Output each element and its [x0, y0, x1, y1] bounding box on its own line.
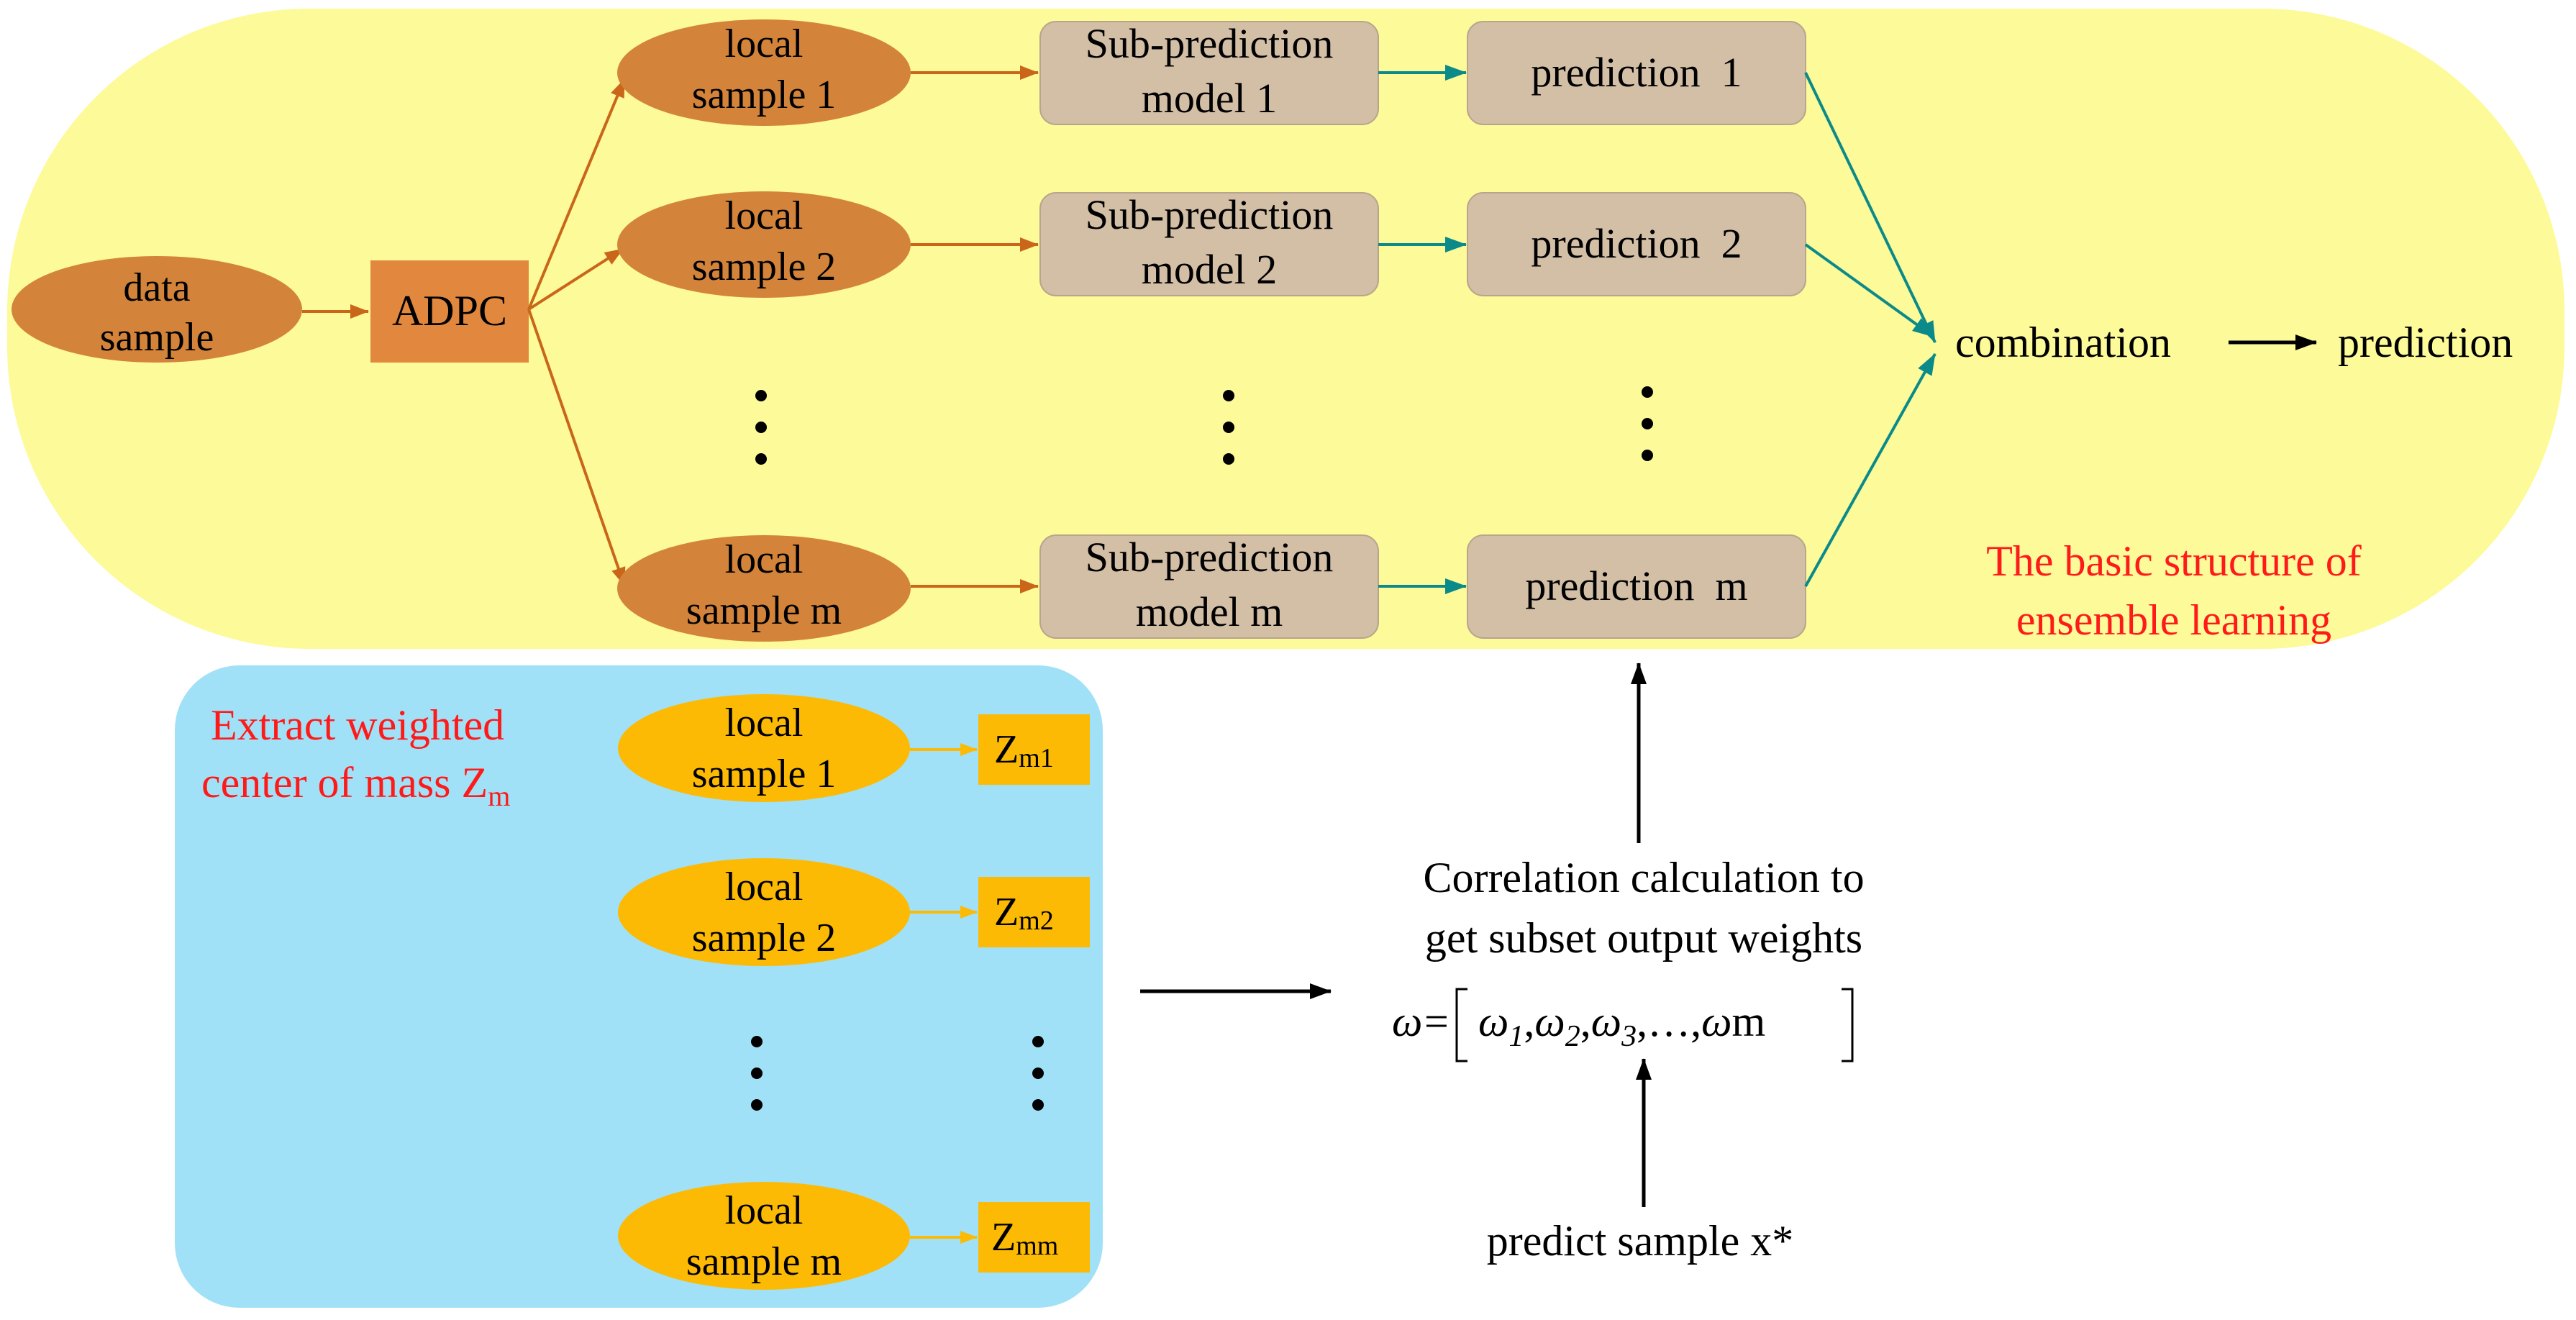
sub-model-2-line1: Sub-prediction [1086, 191, 1334, 238]
arrow-adpc-to-local1 [527, 78, 626, 310]
final-prediction-label: prediction [2338, 319, 2513, 366]
formula-comma1: , [1524, 998, 1534, 1045]
prediction-m-node [1467, 534, 1806, 639]
predict-sample-label: predict sample x* [1487, 1217, 1794, 1265]
dots-local-samples [755, 390, 767, 465]
zm2-label: Zm2 [994, 890, 1054, 936]
local-sample-1-line1: local [725, 22, 804, 66]
prediction-1-label: prediction 1 [1531, 49, 1742, 96]
ensemble-caption-line1: The basic structure of [1986, 537, 2361, 585]
arrow-prediction2-to-combination [1804, 243, 1935, 338]
arrow-prediction1-to-combination [1804, 72, 1936, 343]
local-sample-m-node [617, 535, 911, 642]
formula-wm: ω [1701, 998, 1731, 1045]
sub-model-m-line2: model m [1136, 588, 1283, 635]
bottom-local-sample-1-line1: local [725, 701, 804, 745]
center-panel-title-sub: m [488, 780, 510, 812]
bottom-local-sample-2-line2: sample 2 [692, 916, 837, 960]
data-sample-line2: sample [100, 315, 214, 360]
data-sample-line1: data [123, 265, 190, 310]
adpc-node [370, 260, 529, 363]
sub-model-m-line1: Sub-prediction [1086, 534, 1334, 581]
formula-w2-sub: 2 [1565, 1020, 1580, 1053]
arrow-adpc-to-local2 [527, 247, 624, 311]
zm2-base: Z [994, 890, 1019, 934]
formula-ellipsis: … [1647, 998, 1690, 1045]
formula-wm-sub: m [1732, 998, 1766, 1045]
data-sample-node [12, 256, 302, 363]
correlation-line2: get subset output weights [1425, 914, 1862, 962]
zm1-node [978, 714, 1090, 785]
local-sample-m-line1: local [725, 537, 804, 582]
local-sample-m-line2: sample m [686, 588, 842, 633]
dots-bottom-local-samples [751, 1036, 763, 1111]
local-sample-2-line2: sample 2 [692, 245, 837, 289]
dots-bottom-centers [1032, 1036, 1044, 1111]
formula-comma2: , [1580, 998, 1591, 1045]
local-sample-2-node [617, 191, 911, 298]
bottom-local-sample-m-line1: local [725, 1188, 804, 1233]
zm2-node [978, 877, 1090, 947]
prediction-m-label: prediction m [1525, 563, 1747, 609]
center-panel-title-line1: Extract weighted [211, 701, 504, 749]
prediction-2-node [1467, 192, 1806, 296]
formula-w3-sub: 3 [1621, 1020, 1637, 1053]
local-sample-1-line2: sample 1 [692, 73, 837, 117]
sub-model-1-line1: Sub-prediction [1086, 20, 1334, 67]
bottom-local-sample-2-node [618, 858, 910, 966]
local-sample-2-line1: local [725, 194, 804, 238]
formula-comma3: , [1637, 998, 1647, 1045]
center-of-mass-panel [175, 665, 1103, 1308]
bottom-local-sample-m-node [618, 1182, 910, 1290]
adpc-label: ADPC [392, 287, 507, 334]
ensemble-caption-line2: ensemble learning [2016, 596, 2331, 644]
sub-model-1-line2: model 1 [1142, 75, 1277, 122]
formula-w1-sub: 1 [1508, 1020, 1524, 1053]
dots-predictions [1642, 386, 1653, 461]
formula-terms: ω1,ω2,ω3,…,ωm [1478, 998, 1765, 1053]
zm2-sub: m2 [1019, 906, 1054, 936]
zmm-label: Zmm [991, 1215, 1058, 1261]
prediction-2-label: prediction 2 [1531, 220, 1742, 267]
zm1-label: Zm1 [994, 727, 1054, 773]
arrow-predictionm-to-combination [1804, 353, 1936, 587]
correlation-line1: Correlation calculation to [1423, 854, 1864, 901]
bottom-local-sample-1-line2: sample 1 [692, 752, 837, 796]
combination-label: combination [1955, 319, 2171, 366]
bottom-local-sample-2-line1: local [725, 865, 804, 909]
arrow-adpc-to-localm [527, 309, 626, 586]
formula-comma4: , [1690, 998, 1701, 1045]
zmm-node [978, 1202, 1090, 1273]
formula-w2: ω [1534, 998, 1565, 1045]
formula-equals: = [1424, 998, 1449, 1045]
zm1-base: Z [994, 727, 1019, 772]
sub-model-2-line2: model 2 [1142, 246, 1277, 293]
bottom-local-sample-m-line2: sample m [686, 1239, 842, 1284]
formula-w3: ω [1591, 998, 1621, 1045]
center-panel-title-line2: center of mass Zm [201, 759, 510, 812]
center-panel-title-text: center of mass Z [201, 759, 488, 806]
bottom-local-sample-1-node [618, 694, 910, 802]
local-sample-1-node [617, 19, 911, 126]
weights-formula: ω = ω1,ω2,ω3,…,ωm [1392, 988, 1854, 1062]
zmm-sub: mm [1016, 1231, 1058, 1261]
formula-left-bracket [1455, 988, 1467, 1062]
formula-w1: ω [1478, 998, 1508, 1045]
formula-omega: ω [1392, 998, 1422, 1045]
zmm-base: Z [991, 1215, 1016, 1260]
dots-sub-models [1223, 390, 1234, 465]
zm1-sub: m1 [1019, 743, 1054, 773]
formula-right-bracket [1842, 988, 1854, 1062]
ensemble-structure-panel [7, 9, 2564, 649]
